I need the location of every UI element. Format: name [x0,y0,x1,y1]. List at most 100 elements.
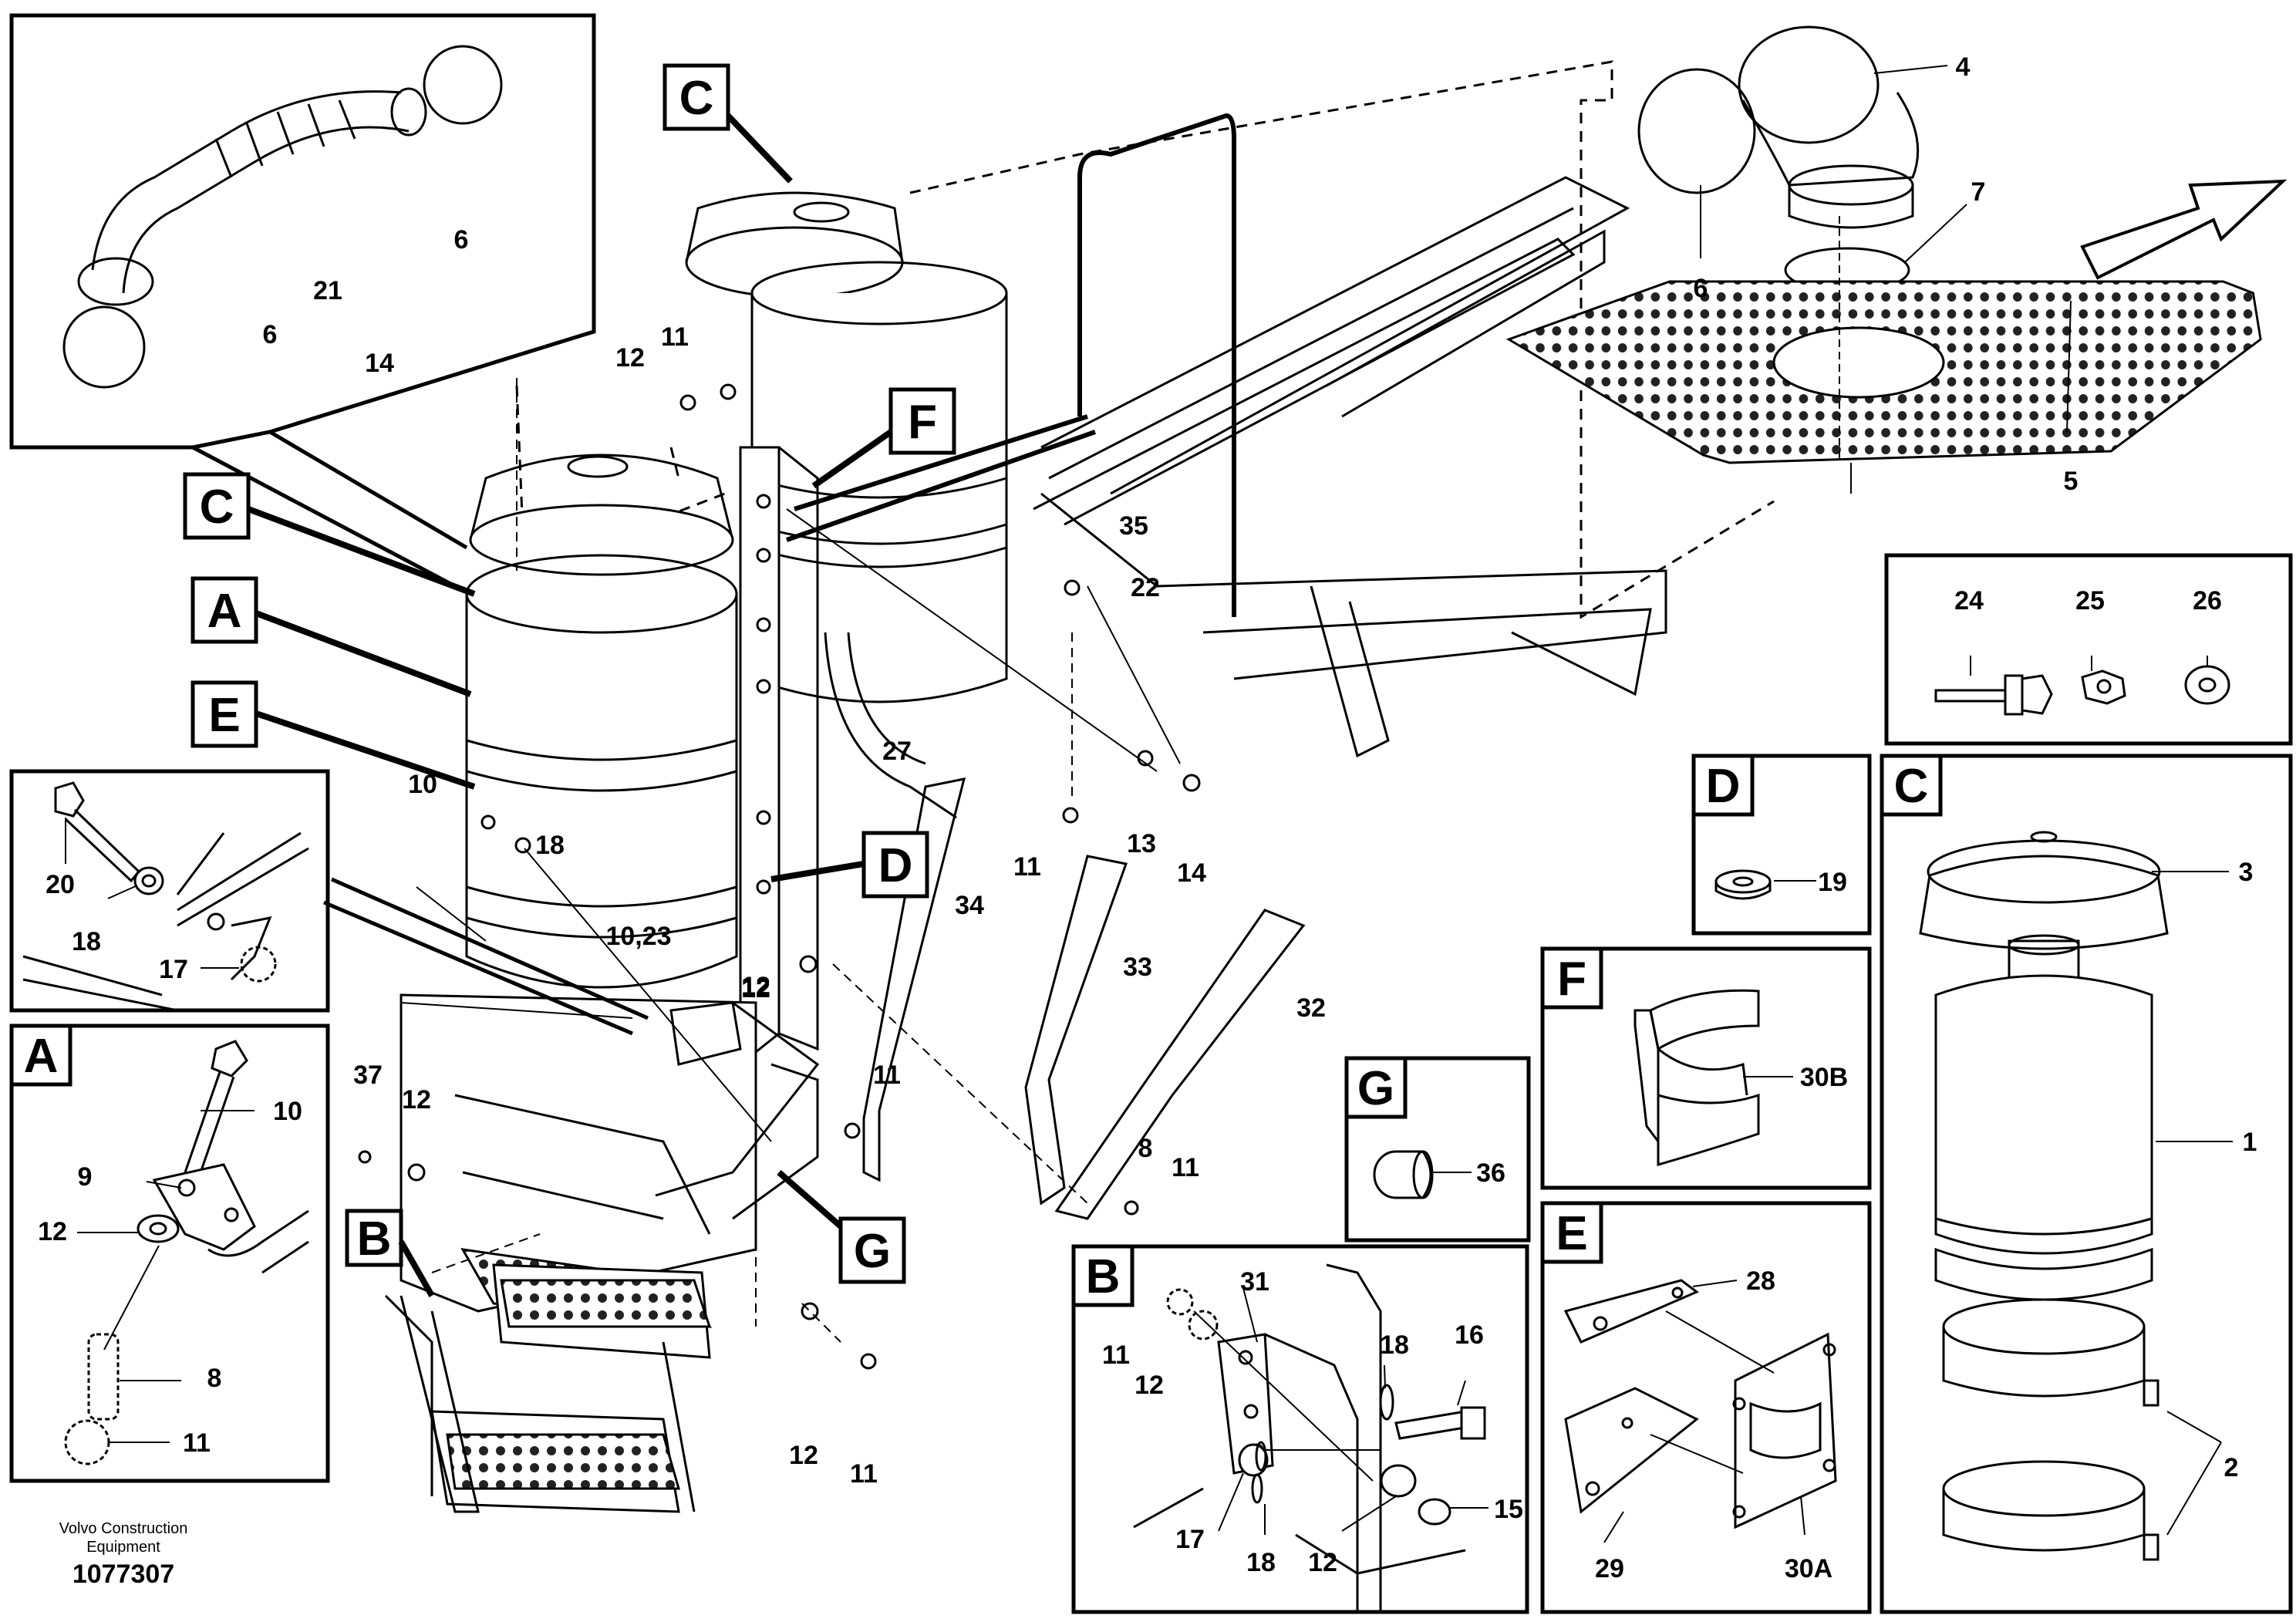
kit-box [1884,553,2293,746]
callout: 14 [365,349,394,378]
label-e-left: E [208,689,240,742]
steps [384,993,757,1513]
detail-g-box [1344,1056,1531,1243]
callout: 12 [1308,1548,1337,1577]
detail-b-box [1071,1244,1529,1614]
callout: 32 [1296,993,1326,1023]
label-f-main: F [908,396,937,449]
detail-a-box [9,1023,330,1483]
callout: 12 [1135,1371,1164,1400]
callout: 1 [2243,1128,2257,1157]
callout: 18 [1380,1330,1409,1360]
callout: 12 [741,974,770,1003]
callout: 15 [1494,1495,1523,1524]
callout: 2 [2224,1453,2239,1482]
bracket-post [739,446,957,1067]
callout: 18 [535,831,565,860]
callout: 12 [789,1441,818,1470]
label-d-main: D [878,839,913,892]
callout: 17 [159,955,188,984]
detail-f-box [1540,946,1872,1190]
callout: 33 [1123,953,1152,982]
main-assembly [358,60,1775,1513]
dashed-panel-outline [909,60,1775,619]
label-a-box: A [24,1030,59,1083]
callout: 10,23 [605,922,671,951]
callout: 30A [1785,1554,1832,1583]
callout-numbers: 14 12 11 35 22 27 10 18 10,23 12 11 13 1… [38,52,2257,1583]
callout: 4 [1956,52,1971,82]
callout: 19 [1818,868,1847,897]
callout: 34 [955,891,984,920]
label-c-top: C [679,72,714,125]
callout: 10 [273,1097,302,1126]
callout: 37 [353,1061,383,1090]
callout: 10 [408,770,437,799]
callout: 21 [313,276,342,305]
inset-hose [9,13,596,588]
top-right-leaders [1700,65,2072,494]
label-f-box: F [1557,953,1586,1006]
callout: 11 [183,1428,211,1458]
callout: 11 [850,1459,878,1489]
callout: 17 [1175,1525,1205,1554]
label-g-box: G [1357,1062,1394,1115]
handrail [786,113,1236,617]
direction-arrow [2080,179,2288,280]
callout: 18 [72,927,101,956]
credit-block: Volvo Construction Equipment 1077307 [59,1520,188,1589]
callout: 3 [2239,858,2254,887]
callout: 20 [46,870,75,899]
credit-line-1: Volvo Construction [59,1520,188,1537]
callout: 8 [1138,1134,1153,1163]
callout: 14 [1177,858,1206,888]
cab-mat [1505,280,2262,464]
callout: 6 [1694,274,1708,303]
callout: 13 [1127,829,1156,858]
callout: 9 [78,1162,93,1192]
callout: 12 [38,1217,67,1246]
callout: 28 [1746,1266,1775,1296]
callout: 35 [1119,511,1148,541]
label-c-box: C [1894,760,1929,813]
label-e-box: E [1556,1207,1587,1260]
air-cleaner-front [463,454,740,989]
callout: 18 [1246,1548,1276,1577]
air-cleaner-rear [685,191,1014,703]
letter-tags-main [183,63,956,1297]
callout: 27 [882,737,912,766]
top-right-elbow [1637,25,1920,293]
callout: 6 [263,320,278,349]
callout: 12 [402,1085,431,1114]
callout: 16 [1455,1320,1484,1350]
callout: 25 [2075,586,2105,615]
callout: 29 [1595,1554,1624,1583]
detail-d-box [1691,754,1872,936]
doc-number: 1077307 [72,1560,174,1589]
detail-e-box [1540,1201,1872,1614]
callout: 8 [207,1364,222,1393]
label-b-main: B [357,1212,392,1266]
callout: 11 [661,322,689,352]
callout: 7 [1971,177,1986,207]
frame-rails [1033,176,1667,758]
label-b-box: B [1086,1250,1121,1303]
callout: 11 [873,1061,901,1090]
work-lamp [655,1001,820,1220]
label-a-left: A [207,585,242,638]
callout: 12 [615,343,645,373]
callout: 36 [1476,1158,1505,1188]
letter-labels: C C A E F D G B A B C D F E G [24,72,1929,1303]
label-c-left: C [200,481,234,534]
credit-line-2: Equipment [86,1539,160,1556]
callout: 6 [454,225,469,255]
callout: 22 [1131,573,1160,602]
label-g-main: G [854,1225,891,1278]
detail-c-box [1880,754,2293,1614]
callout: 31 [1240,1267,1269,1297]
callout: 24 [1954,586,1984,615]
callout: 12 [741,972,770,1001]
callout: 30B [1800,1063,1848,1092]
dashed-leaders [431,378,1088,1343]
